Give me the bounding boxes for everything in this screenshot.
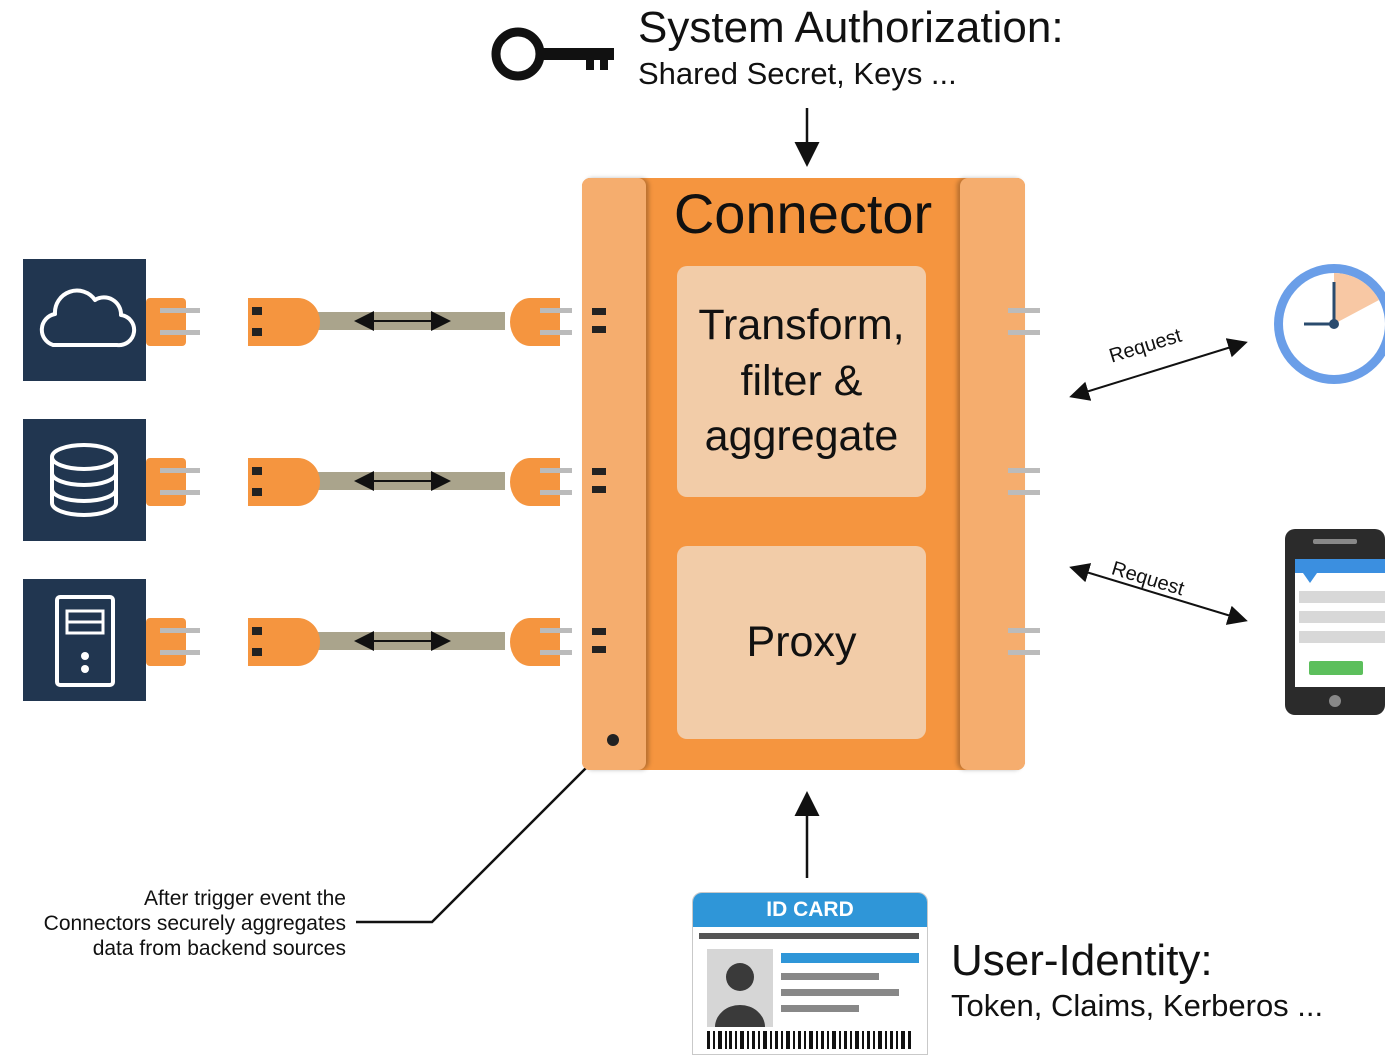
identity-subtitle: Token, Claims, Kerberos ... <box>951 988 1324 1023</box>
callout-dot <box>607 734 619 746</box>
cable-2 <box>300 471 505 491</box>
connector-title: Connector <box>673 182 933 245</box>
id-card-header: ID CARD <box>693 893 927 927</box>
cable-3 <box>300 631 505 651</box>
transform-line-3: aggregate <box>704 412 899 461</box>
request-arrow-bottom <box>1069 563 1248 625</box>
proxy-box: Proxy <box>677 546 926 739</box>
cable-1 <box>300 311 505 331</box>
barcode <box>707 1031 911 1049</box>
note-line-1: After trigger event the <box>144 887 346 910</box>
transform-line-1: Transform, <box>698 300 905 349</box>
key-icon <box>491 27 614 81</box>
database-icon <box>50 443 118 517</box>
plug-group <box>146 298 606 666</box>
cloud-icon <box>39 288 137 348</box>
callout-line <box>356 741 613 924</box>
transform-line-2: filter & <box>740 356 863 405</box>
id-card: ID CARD <box>692 892 928 1055</box>
identity-title: User-Identity: <box>951 936 1213 985</box>
note-line-2: Connectors securely aggregates <box>43 912 346 936</box>
source-database <box>23 419 146 541</box>
server-icon <box>55 595 115 687</box>
transform-box: Transform, filter & aggregate <box>677 266 926 497</box>
plug-row-1 <box>146 298 606 346</box>
left-sockets <box>592 308 606 653</box>
id-card-body <box>699 933 919 1049</box>
clock-icon <box>1274 264 1385 384</box>
source-cloud <box>23 259 146 381</box>
right-pins <box>1008 308 1040 655</box>
id-card-title: ID CARD <box>766 898 854 921</box>
plug-row-3 <box>146 618 606 666</box>
trigger-note: After trigger event the Connectors secur… <box>44 886 346 962</box>
connector-right-rail <box>960 178 1025 770</box>
source-server <box>23 579 146 701</box>
smartphone-icon <box>1285 529 1385 715</box>
auth-subtitle: Shared Secret, Keys ... <box>638 56 957 91</box>
auth-title: System Authorization: <box>638 3 1064 52</box>
request-arrow-top <box>1069 338 1248 401</box>
note-line-3: data from backend sources <box>92 937 346 961</box>
proxy-label: Proxy <box>746 617 857 666</box>
plug-row-2 <box>146 458 606 506</box>
